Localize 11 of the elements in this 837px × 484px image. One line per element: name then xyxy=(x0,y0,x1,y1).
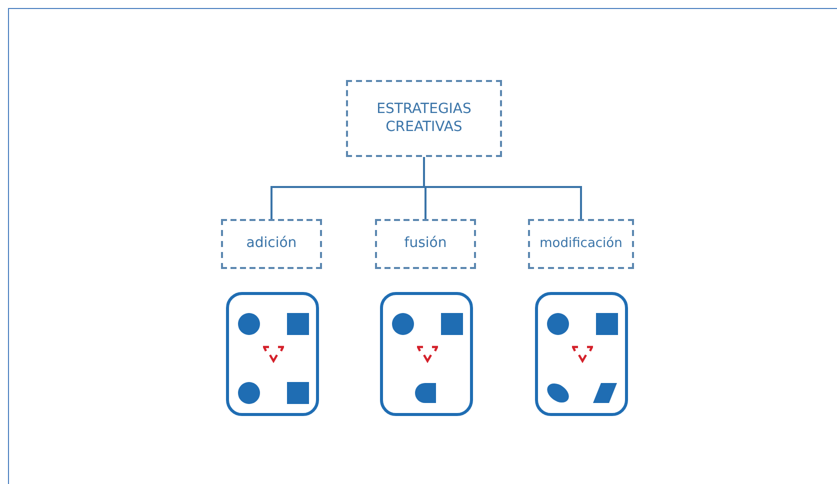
box-label: modificación xyxy=(538,236,624,252)
shape-card xyxy=(380,292,473,416)
dashed-box xyxy=(346,80,502,157)
dashed-box xyxy=(221,219,322,269)
box-label: fusión xyxy=(403,235,448,253)
dashed-box xyxy=(528,219,634,269)
shape-card xyxy=(226,292,319,416)
dashed-box xyxy=(375,219,476,269)
box-label: adición xyxy=(245,235,298,253)
box-label: ESTRATEGIAS CREATIVAS xyxy=(376,101,472,136)
shape-card xyxy=(535,292,628,416)
